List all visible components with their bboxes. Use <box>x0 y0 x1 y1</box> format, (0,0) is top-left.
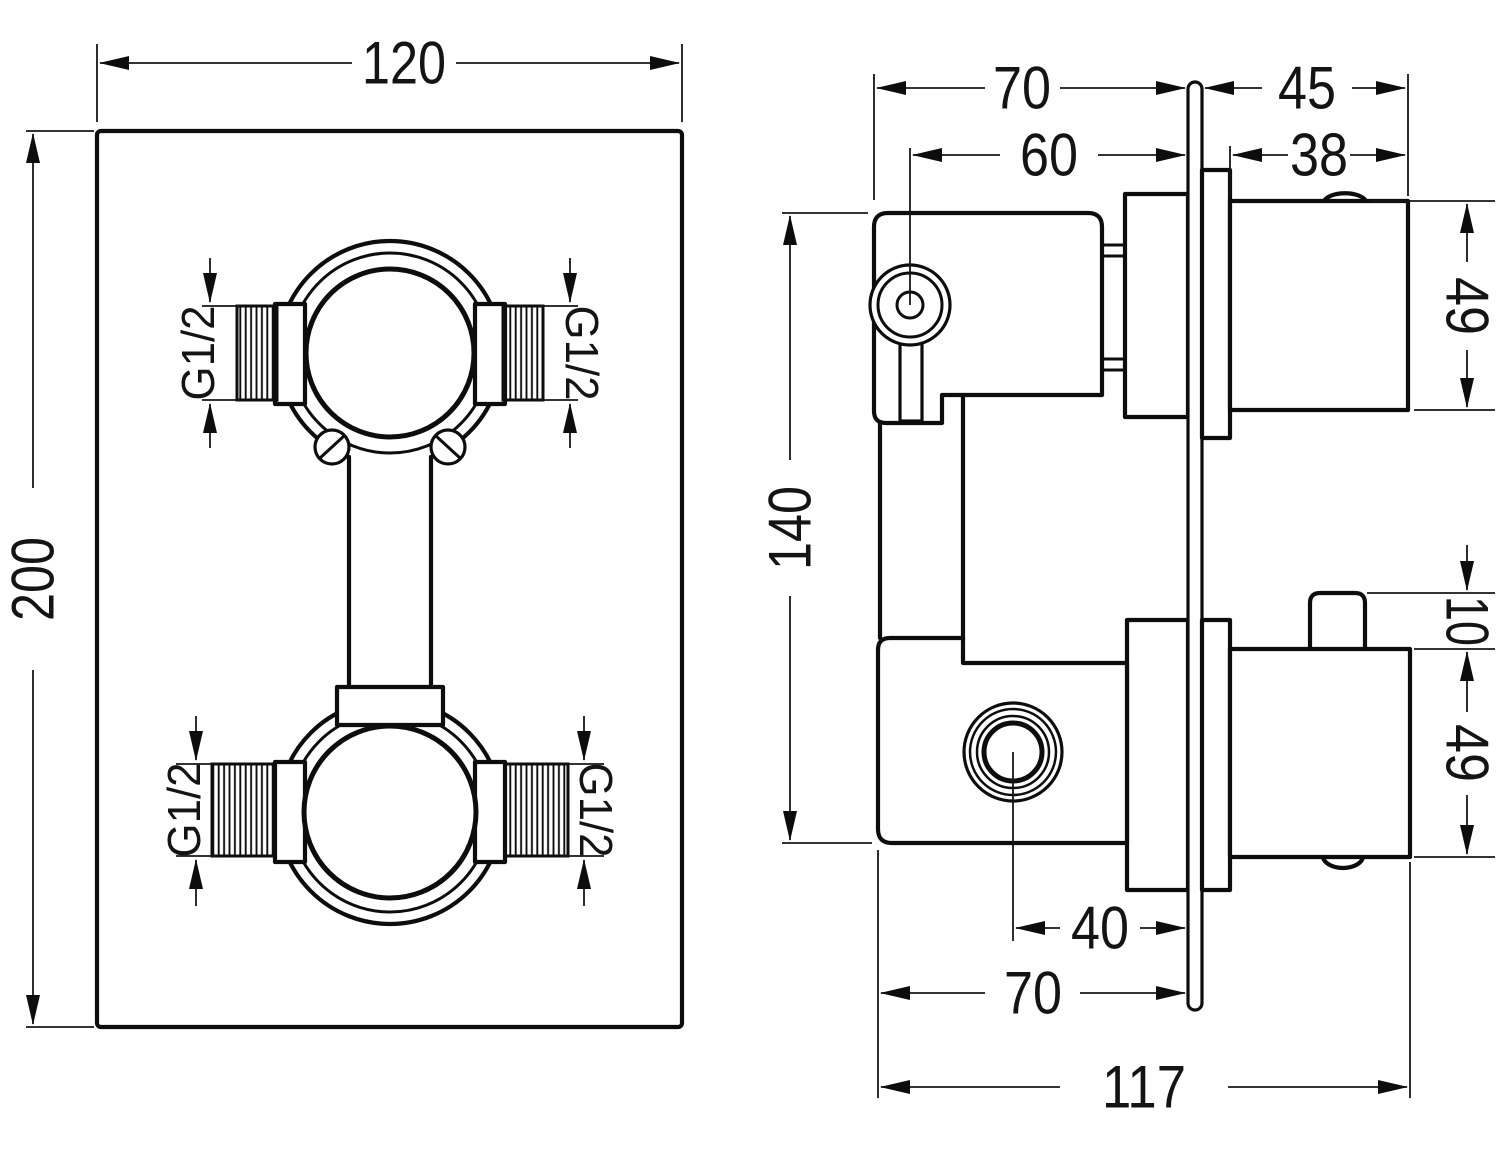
lower-knob <box>1227 646 1413 860</box>
thread-top-right <box>501 304 545 402</box>
dim-upper-knob-height: 49 <box>1370 200 1500 411</box>
dim-front-height: 200 <box>0 130 94 1028</box>
dim-knob-depth: 45 <box>1204 55 1409 196</box>
dim-inlet-to-plate-label: 60 <box>1020 122 1078 189</box>
front-upper-valve: G1/2 G1/2 <box>172 238 608 690</box>
dim-total-depth: 117 <box>880 862 1411 1121</box>
dim-stem-protrusion-label: 10 <box>1434 596 1500 646</box>
dim-inlet-to-plate: 60 <box>909 122 1186 305</box>
lower-collar <box>1199 617 1233 893</box>
dim-front-height-label: 200 <box>0 537 67 621</box>
thread-label-bottom-right: G1/2 <box>570 763 622 858</box>
wall-plate <box>1186 80 1204 1012</box>
dim-body-height: 140 <box>757 212 872 844</box>
screw-right <box>429 428 467 466</box>
thread-label-top-left: G1/2 <box>172 306 224 401</box>
thread-bottom-left <box>210 762 277 858</box>
dim-outlet-to-plate: 40 <box>1012 752 1186 962</box>
dim-knob-width-label: 38 <box>1290 122 1348 189</box>
dim-side-top-width-label: 70 <box>993 55 1051 122</box>
dim-total-depth-label: 117 <box>1102 1054 1186 1121</box>
thread-bottom-right <box>503 762 570 858</box>
dim-front-width-label: 120 <box>362 30 446 97</box>
dim-body-height-label: 140 <box>757 486 824 570</box>
side-view: 70 45 60 38 49 <box>757 55 1500 1121</box>
dim-knob-width: 38 <box>1229 122 1406 198</box>
thread-label-top-right: G1/2 <box>556 306 608 401</box>
dim-lower-knob-height-label: 49 <box>1434 724 1500 782</box>
upper-flange <box>1122 191 1191 420</box>
lower-flange <box>1124 617 1191 893</box>
dim-side-bottom-width: 70 <box>877 850 1186 1098</box>
dim-lower-knob-height: 49 <box>1414 648 1500 858</box>
dim-side-bottom-width-label: 70 <box>1004 960 1062 1027</box>
front-lower-valve: G1/2 G1/2 <box>158 684 622 927</box>
thread-top-left <box>235 304 279 402</box>
dim-outlet-to-plate-label: 40 <box>1071 895 1129 962</box>
thread-label-bottom-left: G1/2 <box>158 763 210 858</box>
dim-side-top-width: 70 <box>873 55 1186 200</box>
dim-upper-knob-height-label: 49 <box>1434 277 1500 335</box>
dim-knob-depth-label: 45 <box>1278 55 1336 122</box>
dim-stem-protrusion: 10 <box>1367 545 1500 646</box>
screw-left <box>313 428 351 466</box>
upper-knob <box>1227 198 1411 413</box>
front-view: G1/2 G1/2 G1/2 <box>0 30 685 1030</box>
lower-knob-stem <box>1307 590 1368 654</box>
upper-collar <box>1199 167 1233 441</box>
dim-front-width: 120 <box>96 30 683 122</box>
